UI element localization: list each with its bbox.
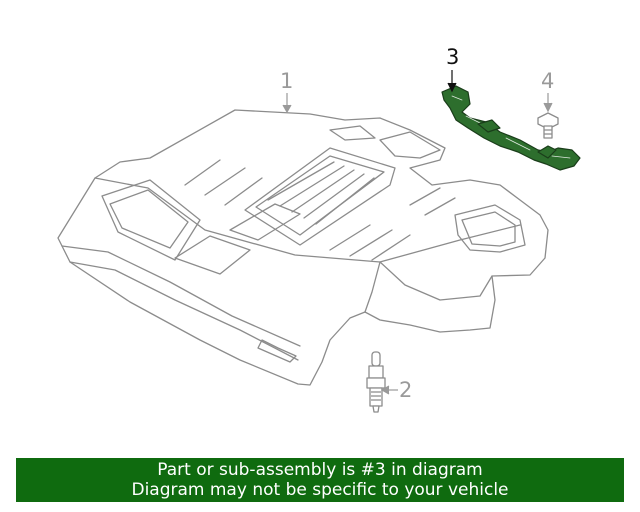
- wiring-harness-illustration: [441, 85, 581, 171]
- callout-part-1: 1: [280, 69, 294, 93]
- callout-part-4: 4: [541, 69, 555, 93]
- engine-cover-illustration: [57, 109, 549, 386]
- callout-part-2: 2: [399, 378, 413, 402]
- banner-line-disclaimer: Diagram may not be specific to your vehi…: [131, 480, 509, 500]
- leader-lines: [282, 70, 553, 395]
- spark-plug-illustration: [366, 351, 386, 413]
- bolt-illustration: [537, 112, 559, 139]
- callout-part-3: 3: [446, 45, 460, 69]
- parts-diagram: [57, 70, 581, 413]
- info-banner: Part or sub-assembly is #3 in diagram Di…: [16, 458, 624, 502]
- banner-line-part: Part or sub-assembly is #3 in diagram: [157, 460, 483, 480]
